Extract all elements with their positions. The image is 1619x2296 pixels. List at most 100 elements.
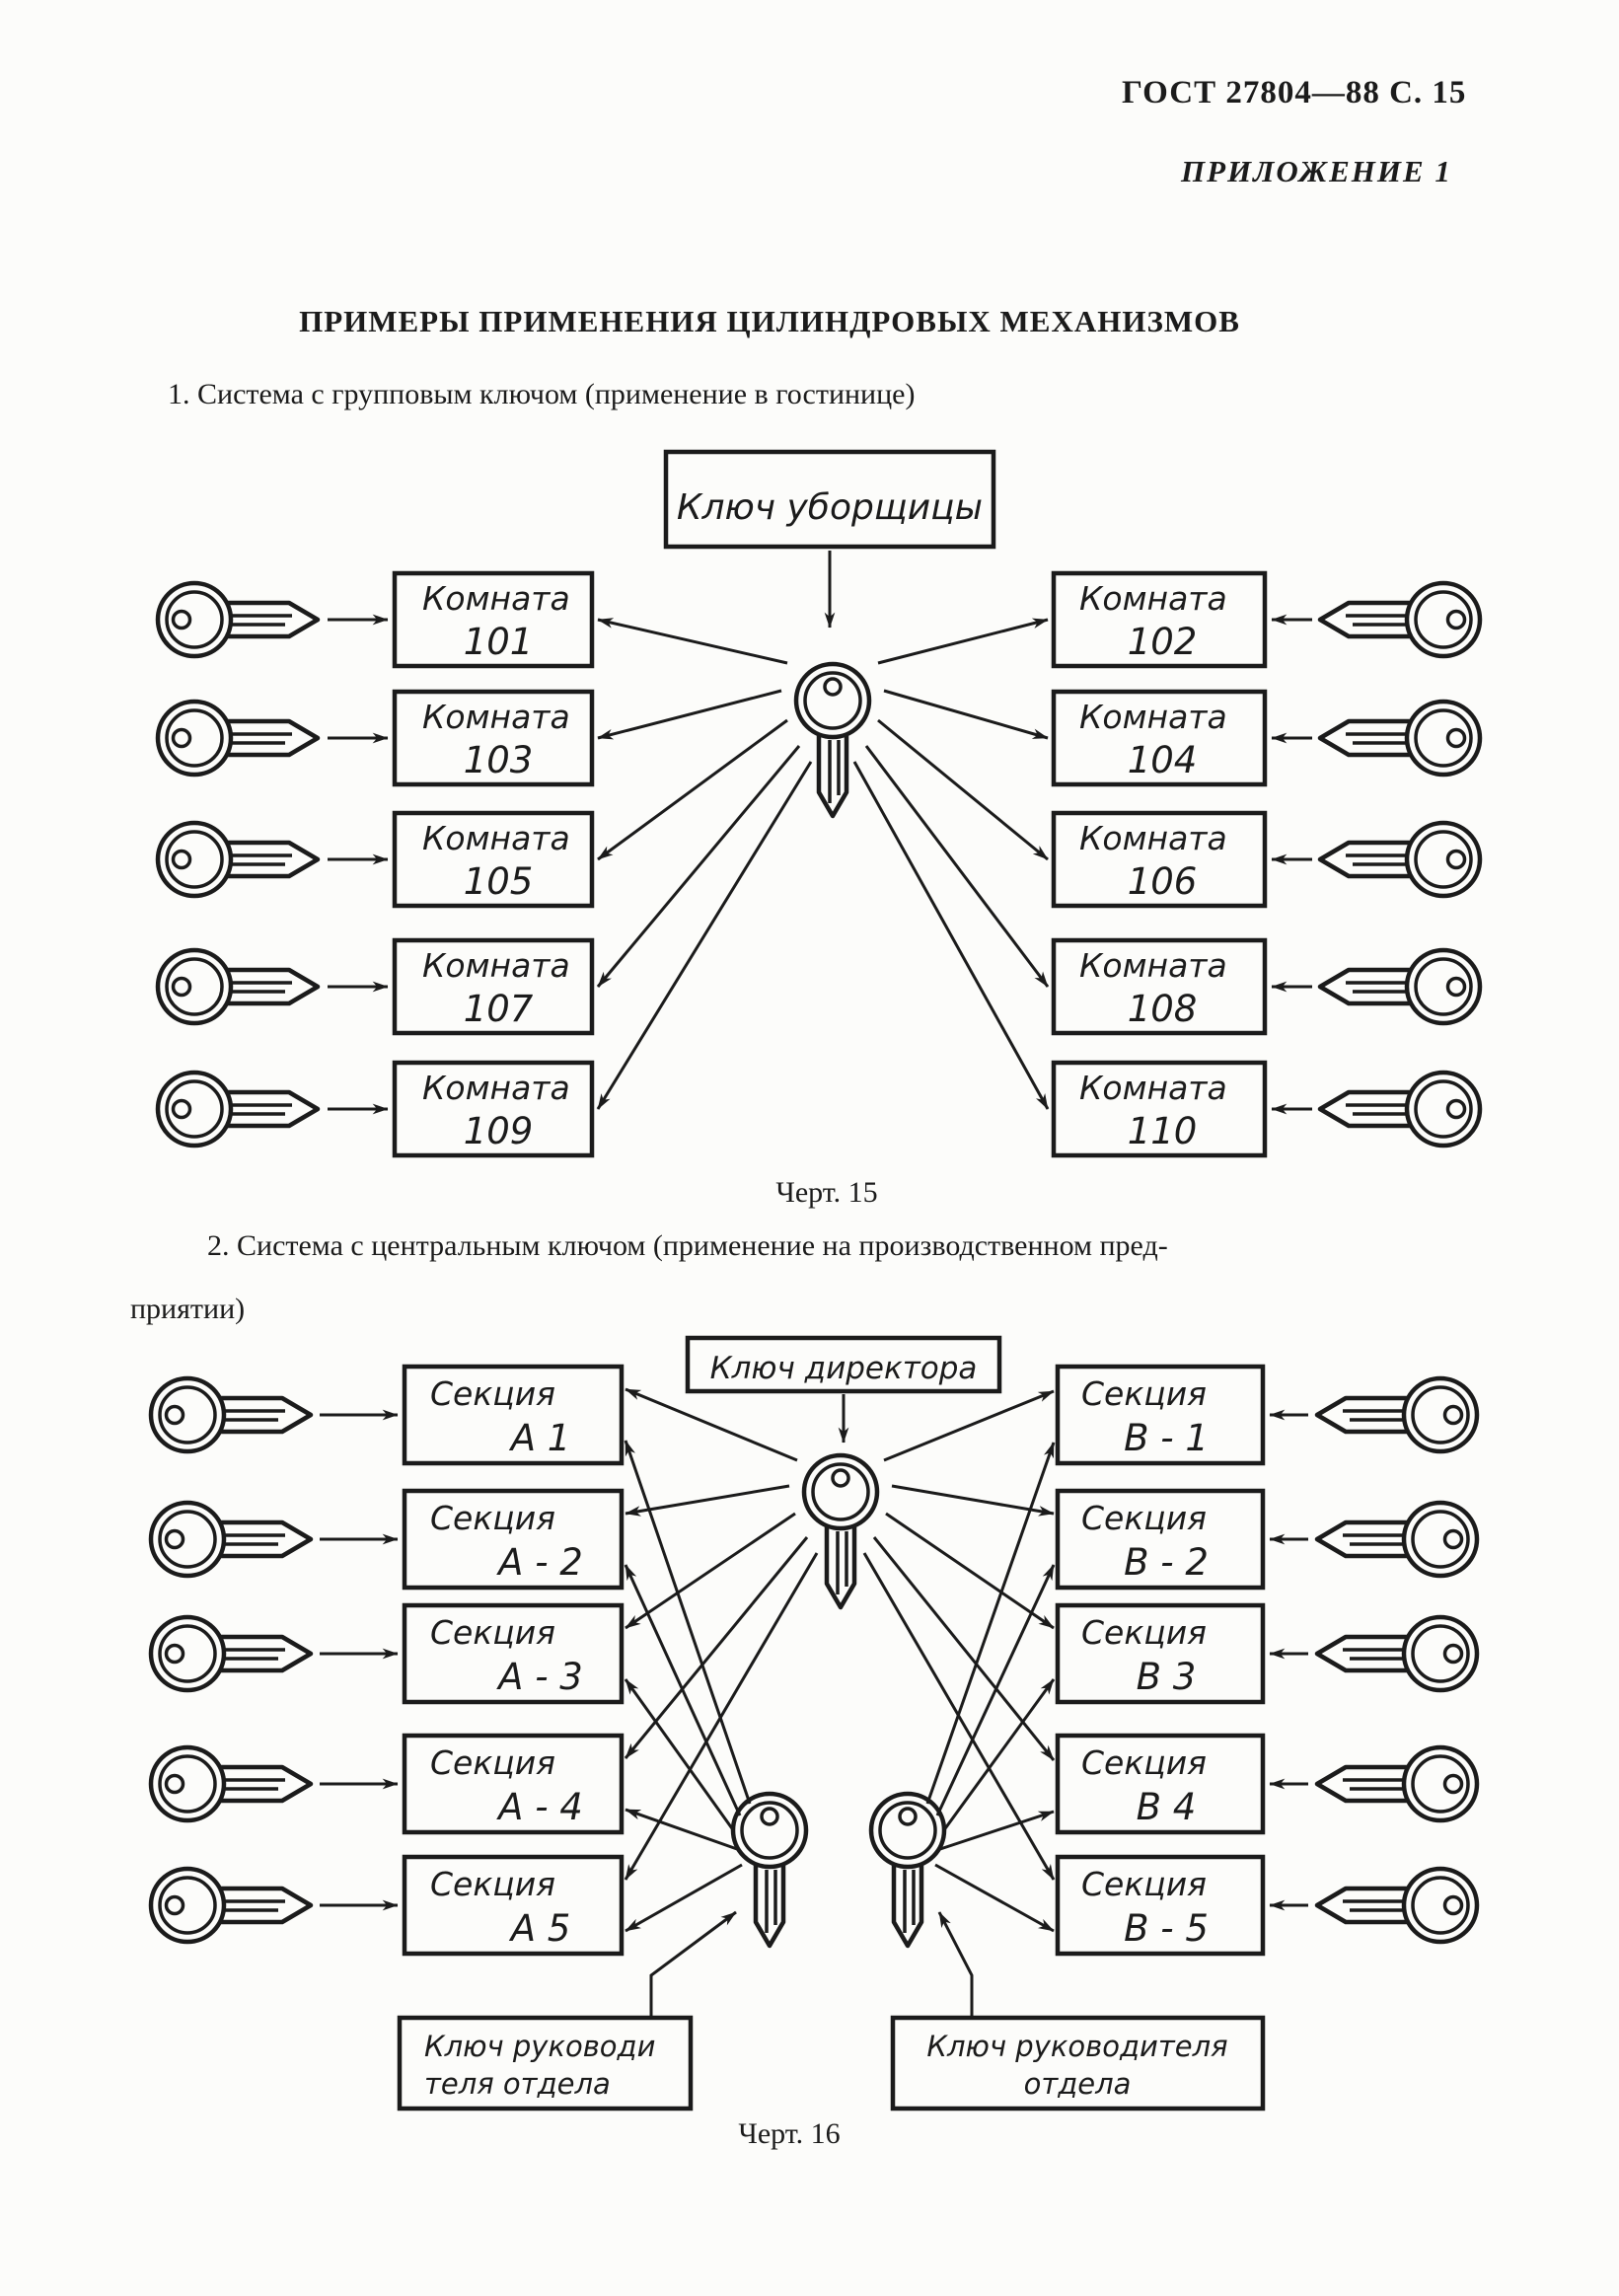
room-108-box — [1051, 937, 1268, 1036]
section-num: А - 3 — [496, 1656, 583, 1698]
section-b2-box — [1055, 1488, 1266, 1591]
room-num: 104 — [1128, 739, 1198, 781]
dept-key-left-box: Ключ руководи теля отдела — [397, 2015, 694, 2111]
dept-key-left-label-line2: теля отдела — [424, 2067, 611, 2101]
room-103-key-icon — [158, 702, 318, 775]
fig15-row-103: Комната 103 — [158, 689, 595, 787]
fig15-row-109: Комната 109 — [158, 1060, 595, 1158]
section-b1-box — [1055, 1364, 1266, 1466]
room-name: Комната — [1079, 946, 1227, 985]
fig15-row-104: Комната 104 — [1051, 689, 1480, 787]
section-name: Секция — [1081, 1865, 1207, 1903]
fig16-master-key-label: Ключ директора — [710, 1351, 978, 1386]
fig16-row-a4: Секция А - 4 — [151, 1733, 625, 1835]
item2-line1: 2. Система с центральным ключом (примене… — [207, 1229, 1168, 1262]
fig15-row-108: Комната 108 — [1051, 937, 1480, 1036]
fig16-row-b4: Секция В 4 — [1055, 1733, 1477, 1835]
room-106-box — [1051, 810, 1268, 909]
room-name: Комната — [422, 1069, 570, 1107]
room-104-box — [1051, 689, 1268, 787]
section-num: В - 1 — [1124, 1417, 1209, 1459]
fig16-dept-left-arrows — [624, 1440, 752, 1933]
section-name: Секция — [1081, 1613, 1207, 1652]
section-num: А 1 — [509, 1417, 571, 1459]
fig16-row-b2: Секция В - 2 — [1055, 1488, 1477, 1591]
room-name: Комната — [422, 698, 570, 736]
section-name: Секция — [430, 1613, 555, 1652]
fig15-row-107: Комната 107 — [158, 937, 595, 1036]
room-108-key-icon — [1320, 950, 1480, 1023]
page-header: ГОСТ 27804—88 С. 15 — [1122, 75, 1467, 111]
section-b5-box — [1055, 1854, 1266, 1957]
dept-key-right-label-line1: Ключ руководителя — [926, 2030, 1227, 2063]
section-num: А - 4 — [496, 1786, 583, 1828]
fig16-caption: Черт. 16 — [738, 2117, 841, 2150]
fig15-row-105: Комната 105 — [158, 810, 595, 909]
fig16-row-a3: Секция А - 3 — [151, 1602, 625, 1705]
room-101-key-icon — [158, 583, 318, 656]
fig15-row-106: Комната 106 — [1051, 810, 1480, 909]
fig16-row-b5: Секция В - 5 — [1055, 1854, 1477, 1957]
section-b3-key-icon — [1317, 1617, 1477, 1690]
annex-label: ПРИЛОЖЕНИЕ 1 — [1181, 154, 1452, 188]
fig15-caption: Черт. 15 — [775, 1176, 878, 1209]
section-a2-box — [402, 1488, 625, 1591]
fig16-row-b3: Секция В 3 — [1055, 1602, 1477, 1705]
section-b1-key-icon — [1317, 1378, 1477, 1451]
room-num: 103 — [464, 739, 534, 781]
room-107-box — [392, 937, 595, 1036]
section-name: Секция — [430, 1865, 555, 1903]
fig15-row-110: Комната 110 — [1051, 1060, 1480, 1158]
section-num: А 5 — [509, 1907, 571, 1950]
section-b2-key-icon — [1317, 1503, 1477, 1576]
fig16-row-b1: Секция В - 1 — [1055, 1364, 1477, 1466]
room-num: 109 — [464, 1110, 534, 1152]
section-a5-box — [402, 1854, 625, 1957]
room-102-key-icon — [1320, 583, 1480, 656]
room-name: Комната — [422, 946, 570, 985]
room-101-box — [392, 570, 595, 669]
dept-key-left-icon — [733, 1794, 806, 1946]
room-110-box — [1051, 1060, 1268, 1158]
room-105-box — [392, 810, 595, 909]
figure-15: Ключ уборщицы Комната 101 — [0, 449, 1619, 1158]
room-name: Комната — [1079, 1069, 1227, 1107]
section-num: А - 2 — [496, 1541, 583, 1584]
room-107-key-icon — [158, 950, 318, 1023]
fig16-dept-right-arrows — [925, 1442, 1056, 1933]
section-name: Секция — [430, 1374, 555, 1413]
section-a1-key-icon — [151, 1378, 311, 1451]
fig15-master-key-box: Ключ уборщицы — [663, 449, 996, 550]
section-num: В - 5 — [1124, 1907, 1209, 1950]
section-b3-box — [1055, 1602, 1266, 1705]
fig15-master-arrows — [596, 618, 1050, 1110]
section-a3-key-icon — [151, 1617, 311, 1690]
section-a3-box — [402, 1602, 625, 1705]
room-105-key-icon — [158, 823, 318, 896]
item1-text: 1. Система с групповым ключом (применени… — [168, 378, 916, 410]
room-name: Комната — [422, 579, 570, 618]
room-num: 110 — [1128, 1110, 1198, 1152]
room-106-key-icon — [1320, 823, 1480, 896]
room-name: Комната — [1079, 698, 1227, 736]
section-a5-key-icon — [151, 1869, 311, 1942]
section-name: Секция — [1081, 1499, 1207, 1537]
dept-left-anchor-arrow — [649, 1910, 737, 2017]
room-num: 105 — [464, 860, 534, 903]
fig16-row-a1: Секция А 1 — [151, 1364, 625, 1466]
fig15-master-key-icon — [796, 664, 869, 816]
section-num: В - 2 — [1124, 1541, 1209, 1584]
room-103-box — [392, 689, 595, 787]
section-a4-key-icon — [151, 1747, 311, 1820]
section-num: В 3 — [1137, 1656, 1197, 1698]
dept-key-left-label-line1: Ключ руководи — [424, 2030, 655, 2063]
fig16-row-a2: Секция А - 2 — [151, 1488, 625, 1591]
page-title: ПРИМЕРЫ ПРИМЕНЕНИЯ ЦИЛИНДРОВЫХ МЕХАНИЗМО… — [299, 304, 1240, 338]
section-name: Секция — [1081, 1743, 1207, 1782]
room-109-key-icon — [158, 1073, 318, 1146]
room-num: 101 — [464, 621, 534, 663]
section-name: Секция — [430, 1499, 555, 1537]
room-104-key-icon — [1320, 702, 1480, 775]
item2-line2: приятии) — [130, 1293, 246, 1325]
room-name: Комната — [1079, 579, 1227, 618]
